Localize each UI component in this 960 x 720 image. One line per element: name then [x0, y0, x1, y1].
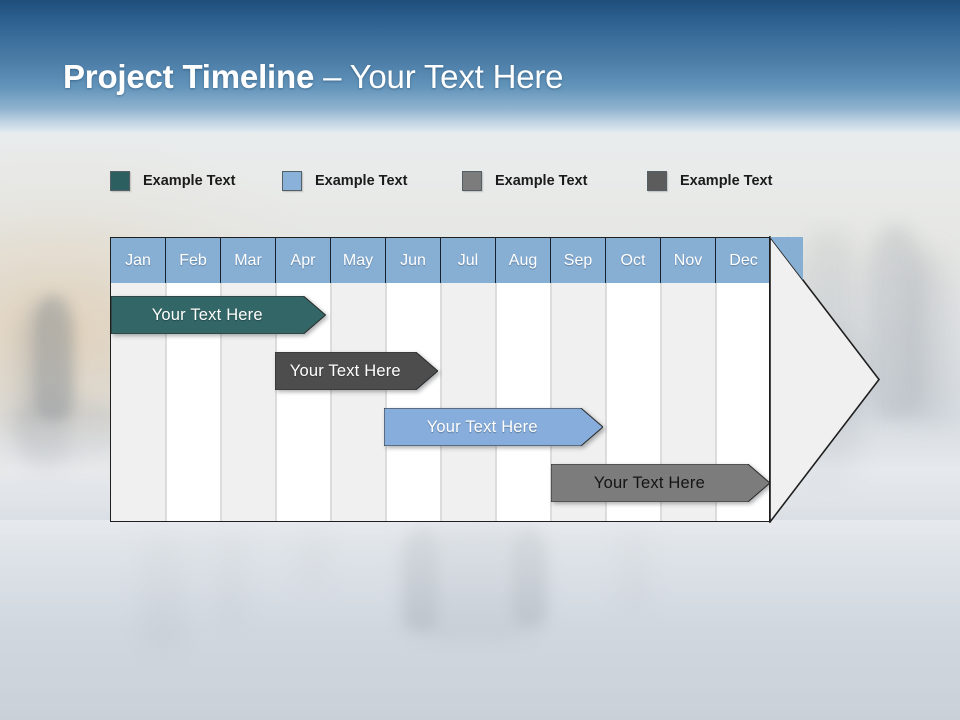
- timeline-bar-1[interactable]: Your Text Here: [111, 296, 326, 334]
- month-header-aug[interactable]: Aug: [496, 238, 551, 283]
- timeline-bar-3[interactable]: Your Text Here: [383, 408, 603, 446]
- month-column-fill: [221, 238, 276, 521]
- timeline-bar-shape: [111, 296, 326, 334]
- legend-swatch-icon: [282, 171, 302, 191]
- month-header-feb[interactable]: Feb: [166, 238, 221, 283]
- legend-item-3[interactable]: Example Text: [462, 169, 587, 193]
- page-title-bold: Project Timeline: [63, 58, 315, 95]
- month-gridline: [275, 283, 277, 521]
- legend-swatch-icon: [647, 171, 667, 191]
- legend-item-label: Example Text: [495, 173, 588, 189]
- month-header-may[interactable]: May: [331, 238, 386, 283]
- month-column-feb: Feb: [166, 238, 221, 521]
- month-gridline: [330, 283, 332, 521]
- silhouette-figure: [905, 250, 951, 425]
- legend-item-1[interactable]: Example Text: [110, 169, 235, 193]
- month-gridline: [550, 283, 552, 521]
- month-header-sep[interactable]: Sep: [551, 238, 606, 283]
- timeline-bar-shape: [383, 408, 603, 446]
- legend-item-4[interactable]: Example Text: [647, 169, 772, 193]
- month-gridline: [495, 283, 497, 521]
- page-title-separator: –: [314, 58, 350, 95]
- month-header-jul[interactable]: Jul: [441, 238, 496, 283]
- month-column-aug: Aug: [496, 238, 551, 521]
- silhouette-figure: [868, 225, 924, 420]
- month-gridline: [715, 283, 717, 521]
- legend: Example Text Example Text Example Text E…: [110, 169, 810, 193]
- month-gridline: [385, 283, 387, 521]
- legend-item-label: Example Text: [680, 173, 773, 189]
- month-column-jul: Jul: [441, 238, 496, 521]
- month-gridline: [605, 283, 607, 521]
- month-header-apr[interactable]: Apr: [276, 238, 331, 283]
- timeline-bar-4[interactable]: Your Text Here: [551, 464, 769, 502]
- month-header-dec[interactable]: Dec: [716, 238, 769, 283]
- timeline-bar-label: Your Text Here: [289, 361, 401, 380]
- timeline-bar-label: Your Text Here: [593, 473, 705, 492]
- legend-item-label: Example Text: [315, 173, 408, 189]
- timeline-bar-shape: [274, 352, 438, 390]
- month-column-fill: [166, 238, 221, 521]
- month-header-mar[interactable]: Mar: [221, 238, 276, 283]
- timeline-arrow-head: [769, 236, 881, 523]
- month-column-fill: [496, 238, 551, 521]
- month-gridline: [440, 283, 442, 521]
- month-column-fill: [111, 238, 166, 521]
- legend-item-label: Example Text: [143, 173, 236, 189]
- month-header-oct[interactable]: Oct: [606, 238, 661, 283]
- page-title: Project Timeline – Your Text Here: [63, 58, 563, 96]
- month-header-nov[interactable]: Nov: [661, 238, 716, 283]
- silhouette-figure: [18, 300, 70, 470]
- timeline-bar-2[interactable]: Your Text Here: [274, 352, 438, 390]
- month-column-mar: Mar: [221, 238, 276, 521]
- legend-swatch-icon: [462, 171, 482, 191]
- timeline-bar-label: Your Text Here: [151, 305, 263, 324]
- month-gridline: [165, 283, 167, 521]
- timeline-bar-shape: [551, 464, 769, 502]
- month-gridline: [660, 283, 662, 521]
- month-header-jan[interactable]: Jan: [111, 238, 166, 283]
- month-column-jan: Jan: [111, 238, 166, 521]
- month-header-jun[interactable]: Jun: [386, 238, 441, 283]
- month-gridline: [220, 283, 222, 521]
- legend-item-2[interactable]: Example Text: [282, 169, 407, 193]
- background-floor: [0, 520, 960, 720]
- month-column-fill: [441, 238, 496, 521]
- silhouette-figure: [34, 295, 74, 420]
- page-title-rest: Your Text Here: [349, 58, 564, 95]
- legend-swatch-icon: [110, 171, 130, 191]
- timeline-bar-label: Your Text Here: [426, 417, 538, 436]
- title-banner: Project Timeline – Your Text Here: [0, 0, 960, 132]
- silhouette-reflection: [10, 400, 120, 460]
